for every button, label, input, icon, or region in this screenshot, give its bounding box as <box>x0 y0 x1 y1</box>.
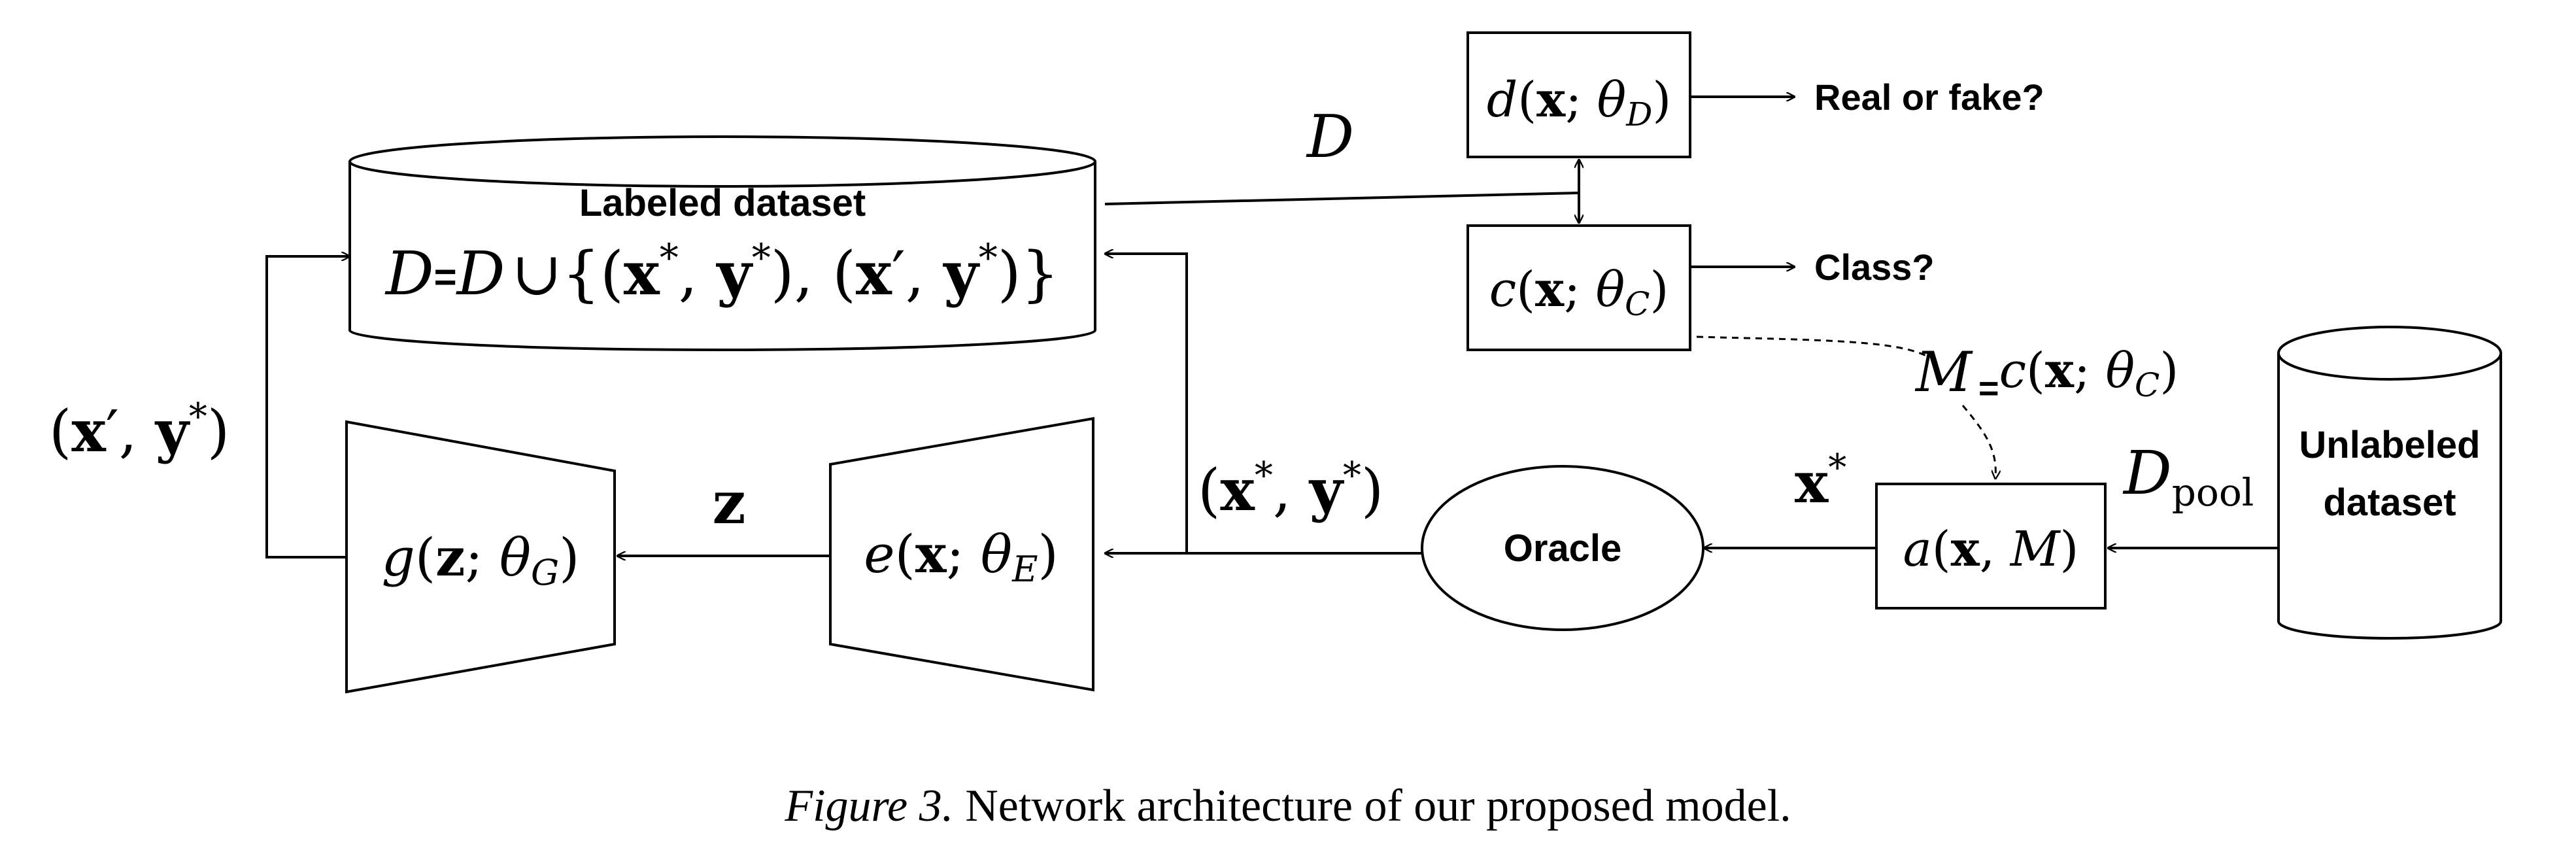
acquisition-function-label: a(x, M) <box>1903 521 2079 577</box>
x-prime-y-star-label: (x′, y*) <box>49 396 229 465</box>
unlabeled-dataset-label-line1: Unlabeled <box>2299 424 2480 466</box>
labeled-dataset-cylinder <box>348 135 1096 351</box>
model-equation: M=c(x; θC) <box>1914 340 2178 408</box>
dataset-d-label: D <box>1306 103 1354 171</box>
z-label: z <box>712 468 745 538</box>
labeled-dataset-label: Labeled dataset <box>579 182 866 224</box>
encoder-label: e(x; θE) <box>864 523 1058 590</box>
equals-sign: = <box>434 255 457 299</box>
figure-caption: Figure 3.Network architecture of our pro… <box>784 781 1791 831</box>
x-star-label: x* <box>1795 447 1846 516</box>
acquisition-function-box <box>1875 483 2107 609</box>
classifier-box <box>1466 224 1691 351</box>
classifier-label: c(x; θC) <box>1489 262 1669 323</box>
class-question-label: Class? <box>1814 247 1935 288</box>
discriminator-box <box>1466 31 1691 158</box>
dpool-label: Dpool <box>2122 438 2254 515</box>
discriminator-label: d(x; θD) <box>1487 72 1671 133</box>
real-or-fake-label: Real or fake? <box>1814 77 2044 118</box>
generator-label: g(z; θG) <box>382 526 580 593</box>
generator-trapezoid <box>345 420 616 694</box>
calligraphic-d: D <box>384 239 434 309</box>
encoder-trapezoid <box>829 417 1094 692</box>
dataset-update-equation: D=D∪{(x*, y*), (x′, y*)} <box>384 235 1059 309</box>
x-star-y-star-label: (x*, y*) <box>1198 455 1383 524</box>
unlabeled-dataset-label-line2: dataset <box>2323 481 2456 524</box>
oracle-label: Oracle <box>1504 527 1622 570</box>
unlabeled-dataset-cylinder <box>2277 326 2502 640</box>
oracle-ellipse <box>1421 465 1704 631</box>
